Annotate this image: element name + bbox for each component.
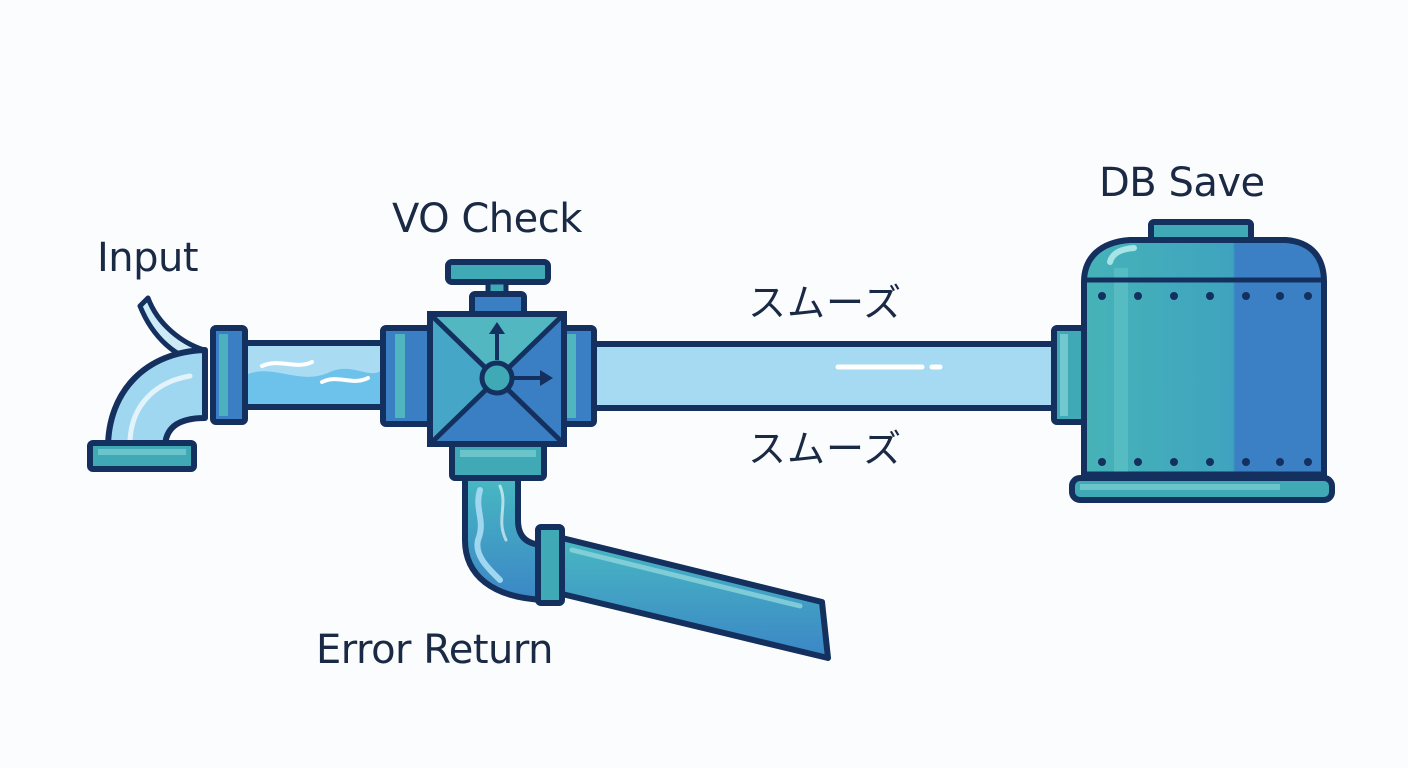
db-save-label: DB Save (1099, 160, 1265, 206)
error-outlet-pipe-icon (462, 475, 831, 661)
input-label: Input (97, 235, 199, 281)
input-pipe (242, 340, 388, 410)
vo-check-label: VO Check (392, 196, 582, 242)
main-pipe (591, 325, 1089, 425)
error-return-label: Error Return (316, 627, 553, 673)
smooth-label-bottom: スムーズ (748, 427, 903, 471)
inlet-pipe-icon (87, 295, 248, 472)
valve-icon (380, 259, 597, 481)
db-tank-icon (1069, 219, 1335, 503)
smooth-label-top: スムーズ (748, 281, 903, 325)
